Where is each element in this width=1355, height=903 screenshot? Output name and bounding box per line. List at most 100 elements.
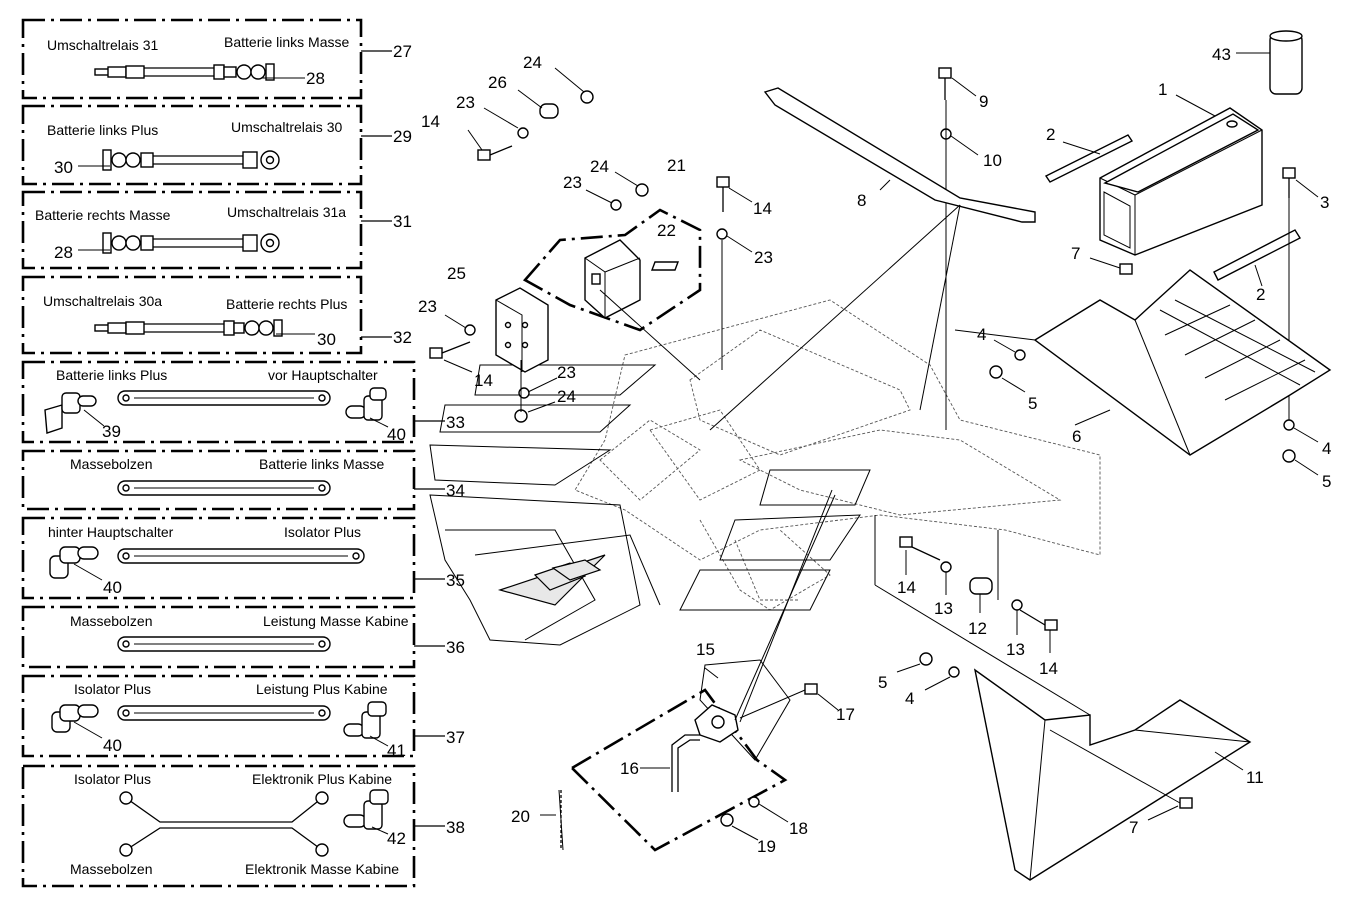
box-38-bottom-right-label: Elektronik Masse Kabine bbox=[245, 861, 399, 877]
y-harness-icon bbox=[119, 791, 329, 857]
callout-12: 12 bbox=[968, 619, 987, 638]
box-35-left-label: hinter Hauptschalter bbox=[48, 524, 174, 540]
callout-28: 28 bbox=[306, 69, 325, 88]
callout-37: 37 bbox=[446, 728, 465, 747]
box-36-left-label: Massebolzen bbox=[70, 613, 153, 629]
callout-21: 21 bbox=[667, 156, 686, 175]
box-29-left-label: Batterie links Plus bbox=[47, 122, 158, 138]
callout-35: 35 bbox=[446, 571, 465, 590]
callout-43: 43 bbox=[1212, 45, 1231, 64]
relay-assembly bbox=[495, 208, 702, 381]
cable-icon bbox=[140, 150, 280, 170]
callout-23: 23 bbox=[754, 248, 773, 267]
box-38-top-left-label: Isolator Plus bbox=[74, 771, 151, 787]
box-27-left-label: Umschaltrelais 31 bbox=[47, 37, 158, 53]
box-29-right-label: Umschaltrelais 30 bbox=[231, 119, 342, 135]
terminal-boot-icon bbox=[51, 704, 103, 739]
cover-plate bbox=[709, 87, 1036, 431]
callout-11: 11 bbox=[1246, 768, 1264, 787]
callout-13: 13 bbox=[934, 599, 953, 618]
callout-42: 42 bbox=[387, 829, 406, 848]
box-37-right-label: Leistung Plus Kabine bbox=[256, 681, 388, 697]
terminal-boot-icon bbox=[345, 387, 389, 428]
nut-icon bbox=[580, 90, 594, 104]
key-icon bbox=[671, 734, 700, 792]
box-38-bottom-left-label: Massebolzen bbox=[70, 861, 153, 877]
callout-5: 5 bbox=[1322, 472, 1331, 491]
callout-27: 27 bbox=[393, 42, 412, 61]
tractor-frame bbox=[574, 299, 1101, 611]
terminal-boot-icon bbox=[343, 701, 389, 747]
callout-8: 8 bbox=[857, 191, 866, 210]
washer-icon bbox=[748, 796, 760, 808]
cable-icon bbox=[117, 705, 331, 721]
cable-box-37: Isolator Plus Leistung Plus Kabine 40 41… bbox=[21, 674, 465, 760]
callout-23: 23 bbox=[557, 363, 576, 382]
washer-icon bbox=[940, 561, 952, 573]
callout-4: 4 bbox=[1322, 439, 1331, 458]
bolt-icon bbox=[716, 176, 730, 212]
isolator-switch bbox=[569, 489, 839, 852]
washer-icon bbox=[1014, 349, 1026, 361]
nut-icon bbox=[1282, 449, 1296, 463]
callout-19: 19 bbox=[757, 837, 776, 856]
box-31-right-label: Umschaltrelais 31a bbox=[227, 204, 346, 220]
cable-box-38: Isolator Plus Elektronik Plus Kabine Mas… bbox=[21, 764, 465, 888]
callout-24: 24 bbox=[523, 53, 542, 72]
callout-16: 16 bbox=[620, 759, 639, 778]
callout-29: 29 bbox=[393, 127, 412, 146]
battery-tray bbox=[954, 257, 1332, 456]
nut-icon bbox=[989, 365, 1003, 379]
bracket-icon bbox=[495, 287, 549, 373]
box-34-left-label: Massebolzen bbox=[70, 456, 153, 472]
lower-tray bbox=[874, 584, 1252, 881]
callout-2: 2 bbox=[1046, 125, 1055, 144]
terminal-clamp-icon bbox=[236, 63, 305, 81]
bolt-icon bbox=[477, 145, 513, 161]
cable-box-33: Batterie links Plus vor Hauptschalter 39… bbox=[21, 360, 465, 444]
callout-24: 24 bbox=[590, 157, 609, 176]
callout-23: 23 bbox=[418, 297, 437, 316]
cable-icon bbox=[117, 480, 331, 496]
nut-icon bbox=[919, 652, 933, 666]
callout-3: 3 bbox=[1320, 193, 1329, 212]
cable-icon bbox=[117, 636, 331, 652]
box-37-left-label: Isolator Plus bbox=[74, 681, 151, 697]
box-27-right-label: Batterie links Masse bbox=[224, 34, 349, 50]
cable-icon bbox=[94, 64, 237, 80]
callout-14: 14 bbox=[1039, 659, 1058, 678]
terminal-clamp-icon bbox=[102, 232, 141, 254]
box-33-right-label: vor Hauptschalter bbox=[268, 367, 378, 383]
terminal-clamp-icon bbox=[102, 149, 141, 171]
clamp-icon bbox=[539, 103, 559, 119]
callout-22: 22 bbox=[657, 221, 676, 240]
box-38-top-right-label: Elektronik Plus Kabine bbox=[252, 771, 392, 787]
callout-40: 40 bbox=[103, 736, 122, 755]
cable-box-35: hinter Hauptschalter Isolator Plus 40 35 bbox=[21, 516, 465, 600]
hardware-parts-right bbox=[874, 339, 1319, 691]
nut-icon bbox=[720, 813, 734, 827]
callout-18: 18 bbox=[789, 819, 808, 838]
box-34-right-label: Batterie links Masse bbox=[259, 456, 384, 472]
chain-icon bbox=[540, 789, 564, 851]
washer-icon bbox=[610, 199, 622, 211]
bolt-icon bbox=[1089, 257, 1133, 275]
callout-14: 14 bbox=[474, 371, 493, 390]
box-35-right-label: Isolator Plus bbox=[284, 524, 361, 540]
cable-box-36: Massebolzen Leistung Masse Kabine 36 bbox=[21, 605, 465, 669]
callout-7: 7 bbox=[1071, 244, 1080, 263]
callout-5: 5 bbox=[878, 673, 887, 692]
floor-plate-outline bbox=[429, 364, 871, 646]
callout-28: 28 bbox=[54, 243, 73, 262]
callout-14: 14 bbox=[753, 199, 772, 218]
callout-24: 24 bbox=[557, 387, 576, 406]
cable-box-34: Massebolzen Batterie links Masse 34 bbox=[21, 449, 465, 511]
callout-17: 17 bbox=[836, 705, 855, 724]
callout-32: 32 bbox=[393, 328, 412, 347]
callout-38: 38 bbox=[446, 818, 465, 837]
cable-icon bbox=[117, 548, 365, 564]
bolt-icon bbox=[938, 67, 952, 100]
callout-14: 14 bbox=[897, 578, 916, 597]
terminal-clamp-icon bbox=[244, 319, 315, 337]
